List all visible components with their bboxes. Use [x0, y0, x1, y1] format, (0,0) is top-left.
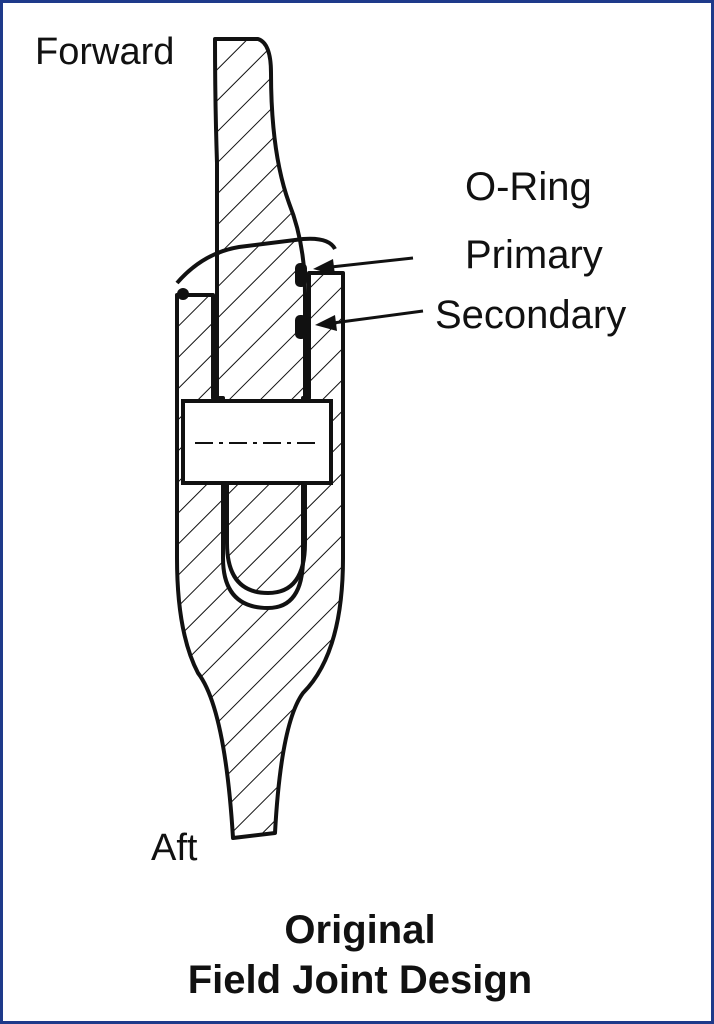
insulation-overhang	[175, 236, 337, 285]
secondary-label: Secondary	[435, 293, 627, 337]
caption-line-2: Field Joint Design	[187, 958, 533, 1002]
primary-label: Primary	[465, 233, 603, 277]
field-joint-diagram	[175, 37, 424, 840]
primary-leader-arrow	[313, 256, 414, 275]
putty-blob	[177, 288, 189, 300]
caption-line-1: Original	[284, 908, 436, 952]
primary-o-ring	[295, 263, 307, 287]
forward-segment-tang	[213, 37, 307, 595]
forward-label: Forward	[35, 31, 175, 73]
secondary-leader-arrow	[315, 309, 424, 331]
diagram-caption: Original Field Joint Design	[3, 905, 711, 1005]
secondary-o-ring	[295, 315, 307, 339]
aft-label: Aft	[151, 827, 198, 869]
o-ring-label: O-Ring	[465, 165, 592, 209]
